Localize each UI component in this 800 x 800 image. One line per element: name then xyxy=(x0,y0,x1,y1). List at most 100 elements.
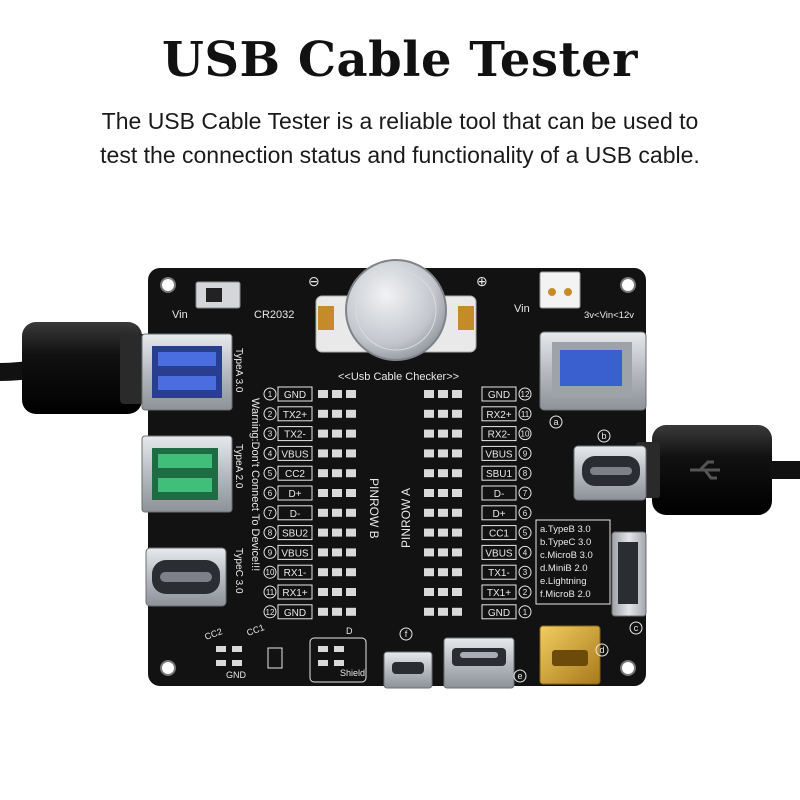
pin-number: 4 xyxy=(523,548,528,557)
typea20-label: TypeA 2.0 xyxy=(233,444,244,489)
pin-led xyxy=(424,568,434,577)
pin-led xyxy=(424,607,434,616)
legend-item: b.TypeC 3.0 xyxy=(540,537,591,548)
pin-led xyxy=(438,469,448,478)
pin-number: 6 xyxy=(268,489,273,498)
pin-number-badge xyxy=(263,506,277,520)
pin-name: TX1- xyxy=(488,568,510,579)
pin-name-box xyxy=(481,386,517,402)
pin-led xyxy=(318,528,328,537)
pin-name: GND xyxy=(488,608,510,619)
typea20-port xyxy=(141,435,233,513)
pin-number-badge xyxy=(263,486,277,500)
vin-left-label: Vin xyxy=(172,309,188,321)
pin-led xyxy=(438,588,448,596)
pin-led xyxy=(438,508,448,517)
pin-led xyxy=(424,489,434,497)
pin-led xyxy=(438,528,448,537)
pin-led xyxy=(346,528,356,537)
pin-name-box xyxy=(277,465,313,481)
vin-range-label: 3v<Vin<12v xyxy=(584,310,634,321)
pin-number: 4 xyxy=(268,449,273,458)
pin-number-badge xyxy=(263,446,277,460)
pin-row: D-7 xyxy=(424,485,532,501)
pin-number-badge xyxy=(518,486,532,500)
pin-number: 11 xyxy=(521,410,530,419)
pin-number-badge xyxy=(518,526,532,540)
pin-number: 1 xyxy=(523,608,528,617)
pin-number: 3 xyxy=(523,568,528,577)
product-description: The USB Cable Tester is a reliable tool … xyxy=(100,108,700,168)
pin-number: 10 xyxy=(521,430,530,439)
pin-led xyxy=(318,607,328,616)
pin-led xyxy=(438,409,448,418)
pin-number: 7 xyxy=(268,509,273,518)
pin-led xyxy=(346,508,356,517)
pin-number: 8 xyxy=(268,529,273,538)
pin-name-box xyxy=(277,426,313,442)
pin-led xyxy=(424,528,434,537)
pin-number-badge xyxy=(518,545,532,559)
pin-number-badge xyxy=(263,526,277,540)
pin-name: RX2+ xyxy=(486,410,511,421)
warning-label: Warning:Don't Connect To Device!!! xyxy=(249,398,261,571)
pin-led xyxy=(318,409,328,418)
cr2032-battery-holder xyxy=(315,259,477,361)
pin-number: 2 xyxy=(523,588,528,597)
pin-name: CC1 xyxy=(489,529,509,540)
minib20-port-d xyxy=(539,625,601,685)
pin-number-badge xyxy=(518,446,532,460)
pin-number: 6 xyxy=(523,509,528,518)
pin-led xyxy=(452,508,462,517)
pin-led xyxy=(332,429,342,438)
typec30-label: TypeC 3.0 xyxy=(233,548,244,594)
pin-name: VBUS xyxy=(485,449,513,460)
pin-led xyxy=(318,390,328,398)
marker-a: a xyxy=(553,417,558,427)
pin-name: RX1+ xyxy=(282,588,307,599)
pcb-board xyxy=(148,268,646,686)
pin-name: TX2+ xyxy=(283,410,307,421)
marker-b: b xyxy=(601,431,606,441)
pin-number-badge xyxy=(263,387,277,401)
pinrow-a-label: PINROW A xyxy=(399,488,413,548)
pin-number-badge xyxy=(518,506,532,520)
pin-name: D- xyxy=(290,509,301,520)
pin-led xyxy=(318,508,328,517)
pin-name-box xyxy=(277,445,313,461)
pin-name: VBUS xyxy=(485,548,513,559)
pin-number: 9 xyxy=(268,548,273,557)
pin-number: 5 xyxy=(523,529,528,538)
right-usb-cable xyxy=(636,425,800,515)
pin-led xyxy=(318,469,328,478)
marker-d: d xyxy=(599,645,604,655)
pin-led xyxy=(452,429,462,438)
pin-led xyxy=(424,429,434,438)
typea30-port xyxy=(141,333,233,411)
legend-item: d.MiniB 2.0 xyxy=(540,563,588,574)
pin-led xyxy=(332,528,342,537)
pin-number-badge xyxy=(518,585,532,599)
pin-name: CC2 xyxy=(285,469,305,480)
legend-item: f.MicroB 2.0 xyxy=(540,589,591,600)
pin-led xyxy=(332,449,342,458)
pin-number: 12 xyxy=(521,390,530,399)
pin-name-box xyxy=(481,544,517,560)
pin-name: RX1- xyxy=(284,568,307,579)
pin-led xyxy=(452,607,462,616)
pin-led xyxy=(332,568,342,577)
d-label: D xyxy=(346,626,353,636)
pin-led xyxy=(346,489,356,497)
pin-led xyxy=(438,489,448,497)
pin-led xyxy=(346,429,356,438)
